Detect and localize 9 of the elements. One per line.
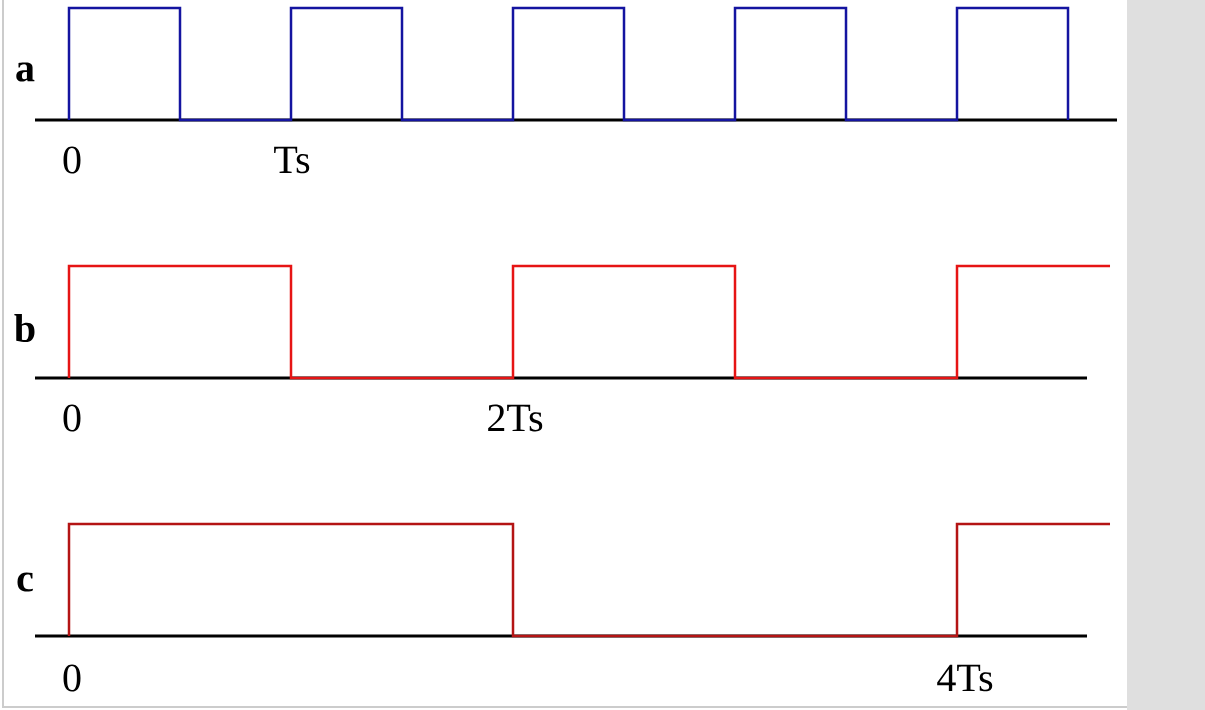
tick-label: 0	[63, 664, 81, 692]
tick-label: 4Ts	[937, 664, 993, 692]
signal-label: b	[14, 313, 35, 343]
tick-label: 0	[63, 404, 81, 432]
signal-label: c	[17, 572, 33, 592]
tick-label: 0	[63, 146, 81, 174]
tick-label: 2Ts	[488, 404, 543, 432]
signal-label: a	[16, 62, 35, 82]
tick-label: Ts	[274, 146, 310, 174]
